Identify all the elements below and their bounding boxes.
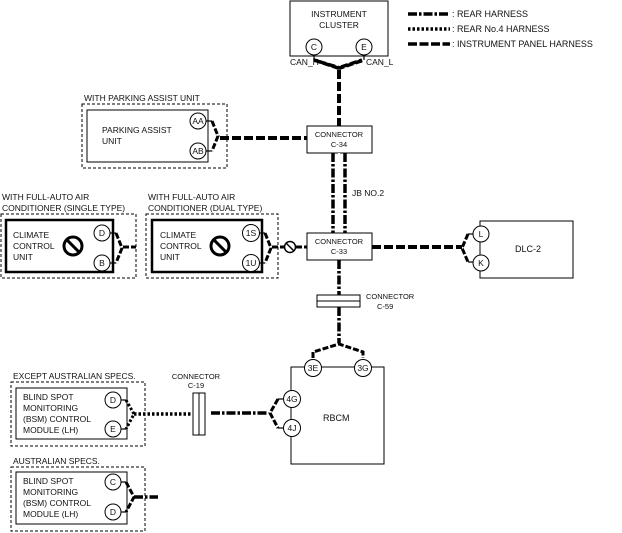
- rbcm: RBCM 3E 3G 4G 4J: [283, 359, 385, 465]
- rbcm-label: RBCM: [323, 413, 350, 423]
- c33-to-dlc-wires: [372, 233, 474, 263]
- climate-dual-header-2: CONDITIONER (DUAL TYPE): [148, 203, 262, 213]
- legend: : REAR HARNESS : REAR No.4 HARNESS : INS…: [408, 9, 593, 49]
- dlc-2: DLC-2 L K: [472, 220, 574, 279]
- climate-dual-label-3: UNIT: [160, 252, 180, 262]
- bsm-except-pin-d: D: [110, 395, 116, 405]
- bsm-except-label-1: BLIND SPOT: [23, 392, 74, 402]
- ic-to-c34-wires: [313, 55, 365, 126]
- climate-single-label-3: UNIT: [13, 252, 33, 262]
- climate-single-pin-b: B: [99, 258, 105, 268]
- connector-c59-label-2: C-59: [377, 302, 393, 311]
- dlc-2-pin-k: K: [478, 258, 484, 268]
- instrument-cluster-pin-e: E: [361, 42, 367, 52]
- connector-c59: CONNECTOR C-59: [316, 292, 415, 311]
- bsm-except-header: EXCEPT AUSTRALIAN SPECS.: [13, 371, 136, 381]
- instrument-cluster: INSTRUMENT CLUSTER C E CAN_H CAN_L: [289, 0, 394, 67]
- connector-c33: CONNECTOR C-33: [306, 232, 373, 261]
- connector-c19-label-2: C-19: [188, 381, 204, 390]
- parking-assist-group: WITH PARKING ASSIST UNIT PARKING ASSIST …: [81, 93, 228, 169]
- climate-dual-label-1: CLIMATE: [160, 230, 197, 240]
- legend-rear4-label: : REAR No.4 HARNESS: [452, 24, 550, 34]
- bsm-aus-label-1: BLIND SPOT: [23, 476, 74, 486]
- bsm-aus-pin-c: C: [110, 477, 116, 487]
- rbcm-pin-4g: 4G: [286, 394, 297, 404]
- connector-c19: CONNECTOR C-19: [172, 372, 221, 436]
- bsm-except-label-2: MONITORING: [23, 403, 78, 413]
- climate-single-header-1: WITH FULL-AUTO AIR: [2, 192, 89, 202]
- connector-c59-label-1: CONNECTOR: [366, 292, 415, 301]
- climate-dual-label-2: CONTROL: [160, 241, 202, 251]
- parking-assist-pin-ab: AB: [192, 146, 204, 156]
- instrument-cluster-pin-c: C: [311, 42, 317, 52]
- bsm-aus-group: AUSTRALIAN SPECS. BLIND SPOT MONITORING …: [10, 456, 146, 532]
- parking-assist-pin-aa: AA: [192, 116, 204, 126]
- bsm-aus-header: AUSTRALIAN SPECS.: [13, 456, 100, 466]
- rbcm-pin-3e: 3E: [308, 363, 319, 373]
- instrument-cluster-label-1: INSTRUMENT: [311, 9, 367, 19]
- can-h-label: CAN_H: [290, 57, 319, 67]
- climate-single-label-2: CONTROL: [13, 241, 55, 251]
- climate-dual-pin-1s: 1S: [246, 228, 257, 238]
- bsm-except-pin-e: E: [110, 424, 116, 434]
- legend-rear-label: : REAR HARNESS: [452, 9, 528, 19]
- climate-dual-pin-1u: 1U: [246, 258, 257, 268]
- climate-single-pin-d: D: [99, 228, 105, 238]
- parking-assist-label-1: PARKING ASSIST: [102, 125, 172, 135]
- parking-assist-label-2: UNIT: [102, 136, 122, 146]
- bsm-aus-label-4: MODULE (LH): [23, 509, 78, 519]
- rbcm-pin-3g: 3G: [357, 363, 368, 373]
- connector-c33-label-1: CONNECTOR: [315, 237, 364, 246]
- bsm-except-label-3: (BSM) CONTROL: [23, 414, 91, 424]
- c19-to-rbcm-wires: [211, 398, 283, 429]
- climate-single-wires: [110, 232, 136, 264]
- bsm-except-label-4: MODULE (LH): [23, 425, 78, 435]
- climate-dual-header-1: WITH FULL-AUTO AIR: [148, 192, 235, 202]
- connector-c33-label-2: C-33: [331, 247, 347, 256]
- climate-dual-wires: [259, 232, 307, 264]
- dlc-2-label: DLC-2: [515, 244, 541, 254]
- prohibited-icon: [62, 235, 84, 257]
- bsm-aus-label-2: MONITORING: [23, 487, 78, 497]
- bsm-aus-wires: [121, 481, 158, 513]
- climate-single-group: WITH FULL-AUTO AIR CONDITIONER (SINGLE T…: [0, 192, 137, 279]
- jb-no2-label: JB NO.2: [352, 188, 384, 198]
- dlc-2-pin-l: L: [479, 229, 484, 239]
- c59-to-rbcm-wires: [311, 307, 365, 358]
- parking-assist-header: WITH PARKING ASSIST UNIT: [84, 93, 200, 103]
- prohibited-icon: [209, 235, 231, 257]
- bsm-aus-label-3: (BSM) CONTROL: [23, 498, 91, 508]
- instrument-cluster-label-2: CLUSTER: [319, 20, 359, 30]
- connector-c19-label-1: CONNECTOR: [172, 372, 221, 381]
- bsm-except-wires: [121, 399, 193, 430]
- splice-icon: [283, 240, 297, 254]
- climate-single-label-1: CLIMATE: [13, 230, 50, 240]
- climate-single-header-2: CONDITIONER (SINGLE TYPE): [2, 203, 125, 213]
- connector-c34: CONNECTOR C-34: [306, 125, 373, 154]
- connector-c34-label-2: C-34: [331, 140, 347, 149]
- connector-c34-label-1: CONNECTOR: [315, 130, 364, 139]
- climate-dual-group: WITH FULL-AUTO AIR CONDITIONER (DUAL TYP…: [145, 192, 279, 279]
- rbcm-pin-4j: 4J: [288, 423, 297, 433]
- parking-to-c34-wires: [206, 120, 307, 152]
- legend-ip-label: : INSTRUMENT PANEL HARNESS: [452, 39, 593, 49]
- jb-no2-wires: [331, 153, 347, 233]
- bsm-except-group: EXCEPT AUSTRALIAN SPECS. BLIND SPOT MONI…: [10, 371, 146, 447]
- bsm-aus-pin-d: D: [110, 507, 116, 517]
- can-l-label: CAN_L: [366, 57, 394, 67]
